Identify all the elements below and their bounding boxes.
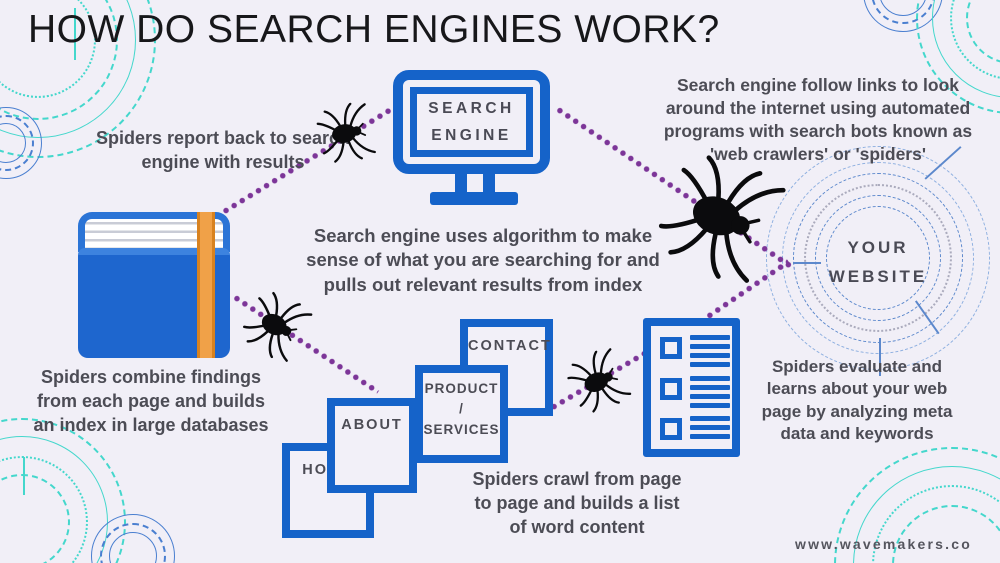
page-box-about: ABOUT (327, 398, 417, 493)
checkbox-glyph (660, 418, 682, 440)
book-rim (78, 212, 230, 252)
page-box-label: PRODUCT/SERVICES (423, 381, 500, 437)
spider-icon (313, 99, 382, 168)
page-box-product-services: PRODUCT/SERVICES (415, 365, 508, 463)
monitor-stand-leg (483, 173, 495, 193)
spider-icon (561, 343, 638, 420)
book-strap (197, 212, 215, 358)
monitor-stand-base (430, 192, 518, 205)
document-row (660, 375, 730, 408)
page-box-label: ABOUT (341, 417, 403, 433)
document-row (660, 335, 730, 367)
document-list-icon (643, 318, 740, 457)
book-icon (78, 212, 230, 358)
monitor-stand-leg (455, 173, 467, 193)
checkbox-glyph (660, 337, 682, 359)
page-box-label: CONTACT (468, 338, 552, 354)
footer-website-url: www.wavemakers.co (795, 536, 972, 552)
page-title: HOW DO SEARCH ENGINES WORK? (28, 8, 720, 51)
document-row (660, 416, 730, 440)
checkbox-glyph (660, 377, 682, 400)
